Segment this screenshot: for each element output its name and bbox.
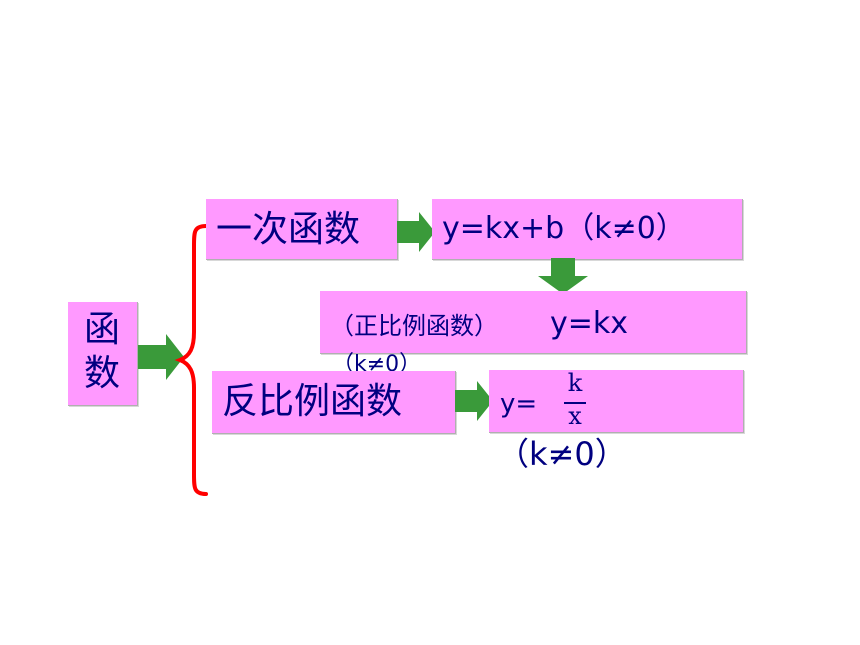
inverse-formula-box bbox=[489, 370, 744, 433]
down-arrow-icon bbox=[538, 258, 588, 294]
linear-label: 一次函数 bbox=[216, 209, 361, 250]
category-brace bbox=[174, 224, 208, 496]
fraction-numerator: k bbox=[567, 369, 583, 397]
inverse-label: 反比例函数 bbox=[222, 381, 403, 422]
fraction-denominator: x bbox=[568, 402, 582, 430]
inverse-formula-lhs: y= bbox=[500, 389, 538, 419]
linear-box bbox=[206, 199, 398, 260]
proportional-prefix: （正比例函数） bbox=[330, 312, 498, 340]
proportional-formula: y=kx bbox=[550, 306, 629, 341]
root-box bbox=[68, 302, 138, 406]
root-arrow-icon bbox=[138, 334, 184, 380]
fraction-bar bbox=[564, 402, 586, 404]
root-label: 函数 bbox=[84, 309, 121, 394]
inverse-box bbox=[212, 371, 456, 434]
inverse-arrow-icon bbox=[455, 381, 493, 421]
linear-arrow-icon bbox=[397, 212, 435, 252]
proportional-box bbox=[320, 291, 747, 354]
linear-formula: y=kx+b（k≠0） bbox=[442, 211, 686, 246]
inverse-condition: （k≠0） bbox=[497, 435, 627, 473]
linear-formula-box bbox=[432, 199, 743, 260]
